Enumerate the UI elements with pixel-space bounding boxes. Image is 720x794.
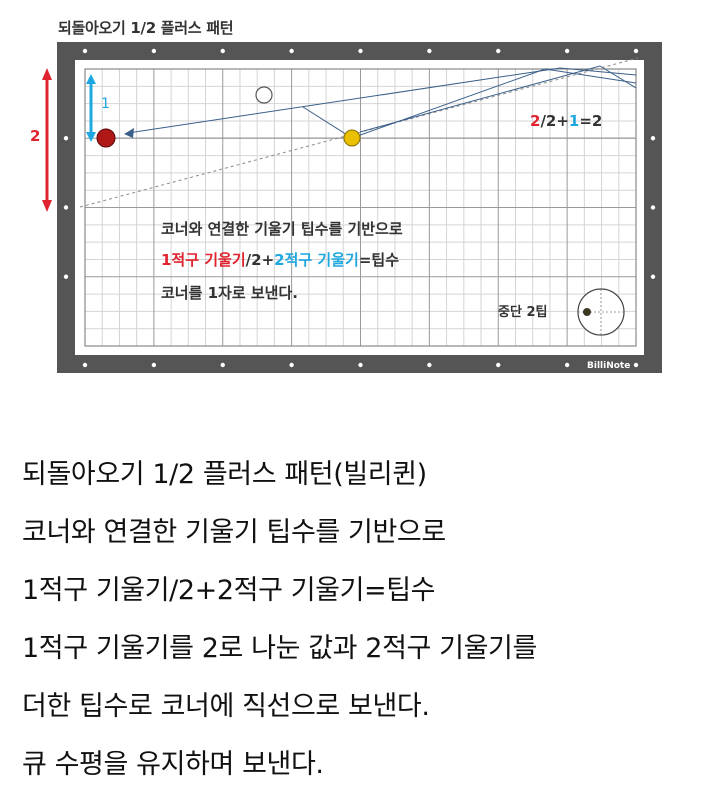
diamond-marker bbox=[82, 48, 88, 54]
cue-ball bbox=[255, 86, 273, 104]
diamond-marker bbox=[650, 205, 656, 210]
note-line-1: 코너와 연결한 기울기 팁수를 기반으로 bbox=[161, 220, 403, 238]
yellow-ball bbox=[343, 129, 361, 147]
diamond-marker bbox=[496, 362, 501, 368]
cushion-line bbox=[84, 68, 637, 347]
measure-2 bbox=[42, 68, 52, 212]
tip-label: 중단 2팁 bbox=[498, 304, 547, 320]
diamond-marker bbox=[427, 48, 432, 54]
main-grid bbox=[85, 69, 636, 346]
caption-line: 1적구 기울기를 2로 나눈 값과 2적구 기울기를 bbox=[22, 633, 537, 664]
figure-title: 되돌아오기 1/2 플러스 패턴 bbox=[58, 19, 234, 37]
caption: 되돌아오기 1/2 플러스 패턴(빌리퀸) 코너와 연결한 기울기 팁수를 기반… bbox=[22, 446, 710, 794]
tip-indicator bbox=[577, 288, 625, 336]
diamond-marker bbox=[220, 362, 225, 368]
caption-line: 큐 수평을 유지하며 보낸다. bbox=[22, 749, 324, 780]
red-ball bbox=[96, 128, 116, 148]
formula-red: 2 bbox=[530, 112, 540, 130]
diamond-marker bbox=[220, 48, 225, 54]
rail-diamonds bbox=[63, 48, 656, 368]
measure-2-label: 2 bbox=[30, 127, 40, 145]
measure-1 bbox=[86, 74, 96, 142]
measure-1-label: 1 bbox=[101, 96, 110, 112]
diamond-marker bbox=[633, 362, 639, 368]
diamond-marker bbox=[650, 136, 656, 141]
diamond-marker bbox=[633, 48, 639, 54]
note-line-2: 1적구 기울기/2+2적구 기울기=팁수 bbox=[161, 251, 399, 269]
diamond-marker bbox=[151, 362, 157, 368]
billiard-diagram: 1 2 2/2+1=2 코너와 연결한 기울기 팁수를 기반으로 1적구 기울기… bbox=[30, 42, 662, 373]
diamond-marker bbox=[63, 274, 69, 279]
diamond-marker bbox=[63, 136, 69, 141]
ball-path bbox=[97, 65, 637, 139]
caption-line: 1적구 기울기/2+2적구 기울기=팁수 bbox=[22, 575, 436, 606]
formula-mid: /2+ bbox=[540, 112, 568, 130]
caption-line: 코너와 연결한 기울기 팁수를 기반으로 bbox=[22, 517, 446, 548]
diamond-marker bbox=[151, 48, 157, 54]
caption-line: 더한 팁수로 코너에 직선으로 보낸다. bbox=[22, 691, 430, 722]
diamond-marker bbox=[427, 362, 432, 368]
diamond-marker bbox=[358, 362, 363, 368]
note-line-3: 코너를 1자로 보낸다. bbox=[161, 284, 298, 302]
diamond-marker bbox=[289, 362, 294, 368]
diamond-marker bbox=[650, 274, 656, 279]
note-mid: /2+ bbox=[246, 251, 274, 269]
formula-cyan: 1 bbox=[569, 112, 579, 130]
arrow-head bbox=[124, 128, 134, 138]
caption-line: 되돌아오기 1/2 플러스 패턴(빌리퀸) bbox=[22, 459, 427, 490]
diamond-marker bbox=[564, 48, 570, 54]
formula-end: =2 bbox=[579, 112, 602, 130]
diamond-marker bbox=[496, 48, 501, 54]
diamond-marker bbox=[564, 362, 570, 368]
note-red: 1적구 기울기 bbox=[161, 251, 246, 269]
note-cyan: 2적구 기울기 bbox=[274, 251, 359, 269]
diamond-marker bbox=[289, 48, 294, 54]
diamond-marker bbox=[358, 48, 363, 54]
diamond-marker bbox=[63, 205, 69, 210]
diamond-marker bbox=[82, 362, 88, 368]
note-end: =팁수 bbox=[359, 251, 399, 269]
corner-guide-line bbox=[79, 57, 639, 208]
watermark: BilliNote bbox=[587, 361, 630, 371]
formula: 2/2+1=2 bbox=[530, 112, 602, 130]
